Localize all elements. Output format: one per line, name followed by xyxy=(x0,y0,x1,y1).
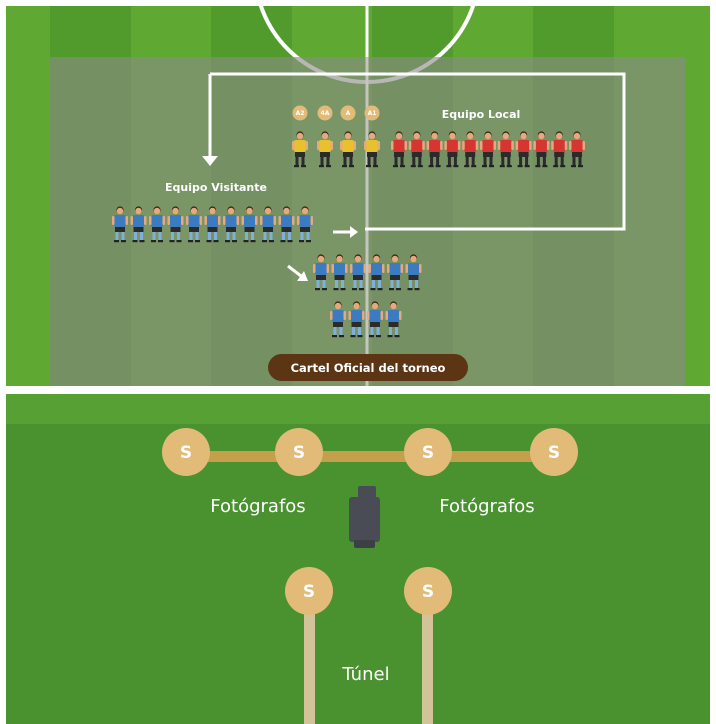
away-player xyxy=(112,206,128,243)
security-badge-label: S xyxy=(293,443,305,463)
away-player xyxy=(223,206,239,243)
home-player xyxy=(391,131,407,168)
home-player xyxy=(551,131,568,168)
referee-figure xyxy=(292,131,308,168)
tunnel-post-left xyxy=(304,592,315,724)
away-player xyxy=(387,254,403,291)
security-badge xyxy=(404,567,452,615)
security-badges: S S S S S S xyxy=(162,428,578,615)
away-player xyxy=(367,301,383,338)
away-player xyxy=(331,254,348,291)
referee-badge xyxy=(340,105,356,121)
camera-icon xyxy=(349,486,380,548)
banner-label: Cartel Oficial del torneo xyxy=(291,361,446,375)
referee-figure xyxy=(364,131,380,168)
away-player xyxy=(385,301,402,338)
home-player xyxy=(515,131,532,168)
away-player xyxy=(368,254,385,291)
away-player xyxy=(348,301,365,338)
security-badge-label: S xyxy=(422,443,434,463)
home-player xyxy=(426,131,443,168)
photographers-left-label: Fotógrafos xyxy=(210,496,305,517)
lower-field xyxy=(6,394,710,724)
photographer-rail xyxy=(186,451,554,462)
tunnel-post-right xyxy=(422,592,433,724)
referee-badge-label: A xyxy=(346,110,351,117)
security-badge-label: S xyxy=(180,443,192,463)
away-player xyxy=(149,206,165,243)
home-player xyxy=(533,131,550,168)
referee-badge-label: 4A xyxy=(321,110,330,117)
referee-badge-label: A2 xyxy=(296,110,305,117)
arrow-icon xyxy=(202,156,218,166)
home-player xyxy=(497,131,514,168)
tunnel-label: Túnel xyxy=(341,664,389,685)
referee-badge xyxy=(317,105,333,121)
away-player xyxy=(260,206,276,243)
security-badge xyxy=(404,428,452,476)
away-player xyxy=(204,206,221,243)
home-player xyxy=(569,131,585,168)
referee-badge xyxy=(292,105,308,121)
home-player xyxy=(480,131,496,168)
arrow-icon xyxy=(297,271,308,281)
away-player xyxy=(186,206,202,243)
away-player xyxy=(350,254,366,291)
home-player xyxy=(408,131,425,168)
away-player xyxy=(313,254,329,291)
route-line xyxy=(210,72,626,231)
photographers-right-label: Fotógrafos xyxy=(439,496,534,517)
referee-badge-label: A1 xyxy=(368,110,377,117)
referee-figure xyxy=(317,131,333,168)
security-badge-label: S xyxy=(548,443,560,463)
security-badge xyxy=(285,567,333,615)
security-badge xyxy=(162,428,210,476)
away-player xyxy=(330,301,346,338)
away-player xyxy=(297,206,313,243)
touch-line xyxy=(6,386,710,390)
players-layer xyxy=(112,131,585,338)
security-badge xyxy=(530,428,578,476)
referee-figure xyxy=(340,131,356,168)
security-badge-label: S xyxy=(303,582,315,602)
away-player xyxy=(241,206,258,243)
away-player xyxy=(167,206,184,243)
referee-badges: A2 4A A A1 xyxy=(292,105,380,121)
home-player xyxy=(462,131,479,168)
away-player xyxy=(130,206,147,243)
security-badge xyxy=(275,428,323,476)
referee-badge xyxy=(364,105,380,121)
home-team-label: Equipo Local xyxy=(442,108,521,121)
arrow-icon xyxy=(350,226,358,238)
home-player xyxy=(444,131,461,168)
security-badge-label: S xyxy=(422,582,434,602)
away-player xyxy=(405,254,422,291)
away-team-label: Equipo Visitante xyxy=(165,181,267,194)
away-player xyxy=(278,206,295,243)
official-banner: Cartel Oficial del torneo xyxy=(268,354,468,381)
